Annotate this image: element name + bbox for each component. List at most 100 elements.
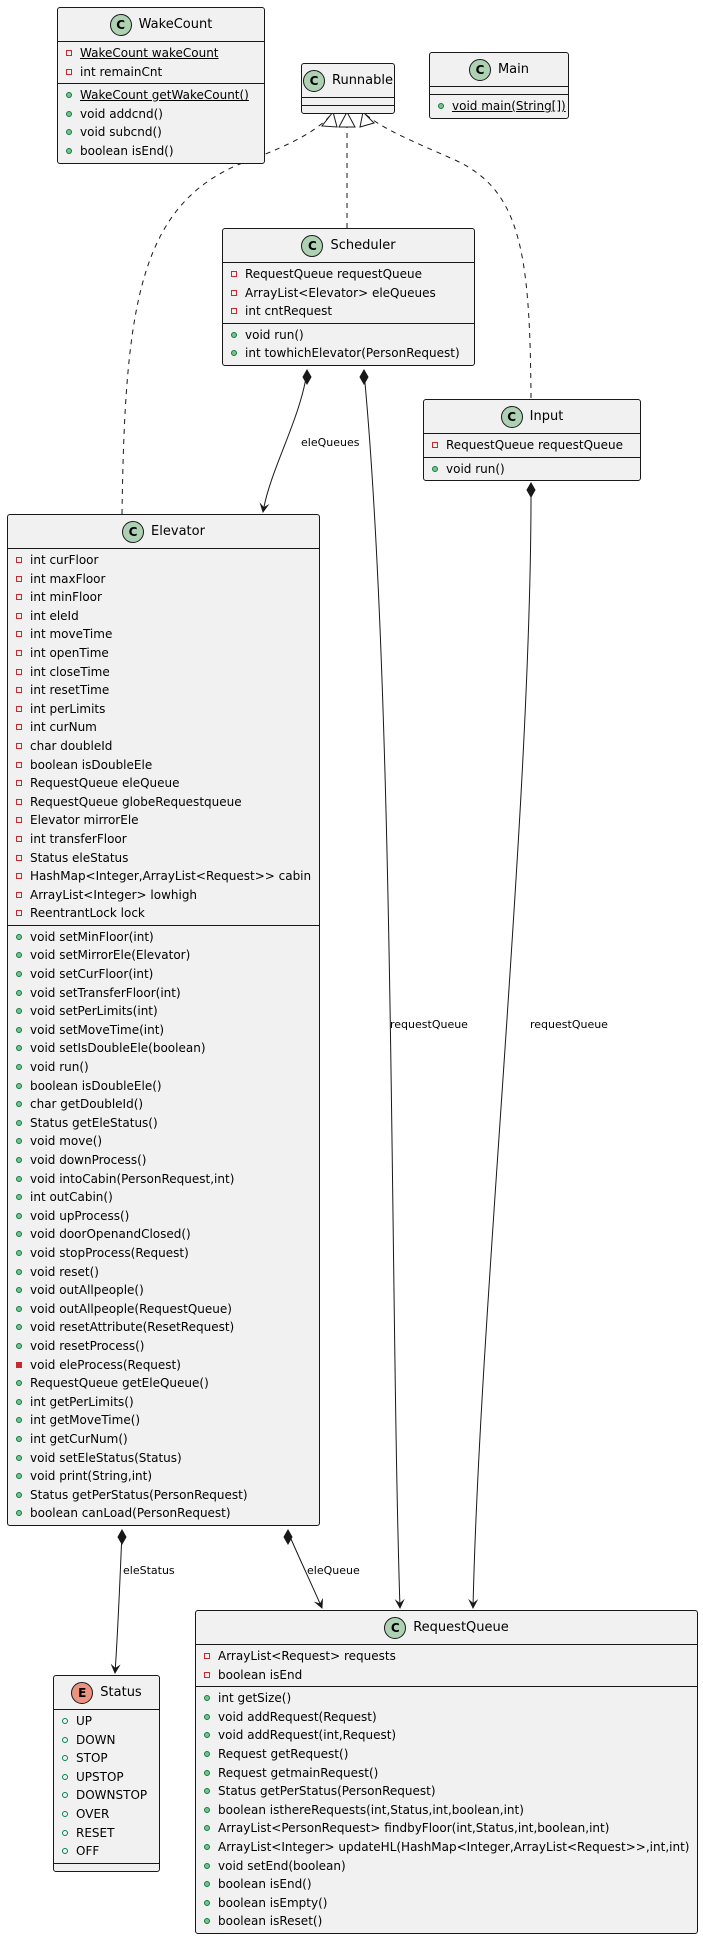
public-visibility-icon	[62, 1810, 68, 1817]
edge-label-scheduler-requestqueue: requestQueue	[390, 1018, 468, 1031]
method-row: Request getRequest()	[196, 1745, 697, 1764]
method-text: Request getRequest()	[218, 1746, 349, 1761]
method-text: Status getPerStatus(PersonRequest)	[218, 1784, 436, 1799]
public-visibility-icon	[204, 1732, 210, 1739]
method-text: void setIsDoubleEle(boolean)	[30, 1041, 206, 1056]
field-text: int cntRequest	[245, 304, 333, 319]
method-text: void addRequest(Request)	[218, 1709, 377, 1724]
public-visibility-icon	[16, 1287, 22, 1294]
public-visibility-icon	[16, 1231, 22, 1238]
private-visibility-icon	[16, 873, 22, 880]
class-header: C WakeCount	[58, 8, 264, 41]
field-row: int moveTime	[8, 625, 319, 644]
public-visibility-icon	[16, 952, 22, 959]
class-main[interactable]: C Main void main(String[])	[429, 52, 569, 119]
private-visibility-icon	[16, 612, 22, 619]
method-row: void setMirrorEle(Elevator)	[8, 946, 319, 965]
private-visibility-icon	[16, 649, 22, 656]
method-text: void resetProcess()	[30, 1338, 145, 1353]
method-text: ArrayList<PersonRequest> findbyFloor(int…	[218, 1821, 610, 1836]
field-row: OFF	[54, 1842, 159, 1861]
private-visibility-icon	[16, 835, 22, 842]
class-icon: C	[301, 234, 324, 257]
method-row: boolean isthereRequests(int,Status,int,b…	[196, 1801, 697, 1820]
method-row: void resetProcess()	[8, 1337, 319, 1356]
public-visibility-icon	[62, 1829, 68, 1836]
field-text: int openTime	[30, 645, 109, 660]
method-row: void reset()	[8, 1263, 319, 1282]
method-row: void addRequest(Request)	[196, 1708, 697, 1727]
composition-elevator-requestqueue	[287, 1531, 323, 1609]
public-visibility-icon	[231, 331, 237, 338]
class-name: Main	[497, 62, 530, 77]
method-text: int getPerLimits()	[30, 1394, 134, 1409]
private-visibility-icon	[231, 308, 237, 315]
private-visibility-icon	[16, 668, 22, 675]
class-header: C Input	[424, 400, 640, 433]
public-visibility-icon	[16, 1194, 22, 1201]
method-row: void intoCabin(PersonRequest,int)	[8, 1170, 319, 1189]
private-visibility-icon	[16, 780, 22, 787]
public-visibility-icon	[16, 1510, 22, 1517]
private-visibility-icon	[16, 761, 22, 768]
public-visibility-icon	[204, 1918, 210, 1925]
method-text: boolean isthereRequests(int,Status,int,b…	[218, 1802, 524, 1817]
class-name: Status	[100, 1685, 142, 1700]
realization-arrowhead-2	[338, 110, 356, 128]
field-row: DOWN	[54, 1731, 159, 1750]
method-text: Status getEleStatus()	[30, 1115, 158, 1130]
field-row: ArrayList<Request> requests	[196, 1647, 697, 1666]
realization-arrowhead-3	[359, 110, 375, 128]
edge-label-elequeue: eleQueue	[307, 1564, 360, 1577]
public-visibility-icon	[204, 1881, 210, 1888]
edge-label-elequeues: eleQueues	[301, 436, 360, 449]
class-icon: C	[109, 13, 132, 36]
method-text: Status getPerStatus(PersonRequest)	[30, 1487, 248, 1502]
class-input[interactable]: C Input RequestQueue requestQueue void r…	[423, 399, 641, 482]
method-row: void outAllpeople()	[8, 1281, 319, 1300]
class-name: Elevator	[151, 524, 205, 539]
field-row: int curFloor	[8, 551, 319, 570]
field-row: ArrayList<Integer> lowhigh	[8, 886, 319, 905]
field-row: UPSTOP	[54, 1768, 159, 1787]
field-text: RequestQueue requestQueue	[245, 267, 423, 281]
method-text: void resetAttribute(ResetRequest)	[30, 1320, 235, 1335]
realization-input-runnable	[362, 111, 532, 399]
field-row: DOWNSTOP	[54, 1786, 159, 1805]
method-row: Status getPerStatus(PersonRequest)	[196, 1782, 697, 1801]
field-row: RequestQueue requestQueue	[424, 436, 640, 455]
class-runnable[interactable]: C Runnable	[301, 63, 395, 114]
method-row: void outAllpeople(RequestQueue)	[8, 1300, 319, 1319]
method-row: void addcnd()	[58, 105, 264, 124]
class-requestqueue[interactable]: C RequestQueue ArrayList<Request> reques…	[195, 1610, 698, 1934]
method-row: boolean isEmpty()	[196, 1894, 697, 1913]
field-row: HashMap<Integer,ArrayList<Request>> cabi…	[8, 867, 319, 886]
field-row: int minFloor	[8, 588, 319, 607]
public-visibility-icon	[204, 1788, 210, 1795]
method-text: ArrayList<Integer> updateHL(HashMap<Inte…	[218, 1839, 690, 1854]
method-row: void downProcess()	[8, 1151, 319, 1170]
public-visibility-icon	[66, 110, 72, 117]
class-header: E Status	[54, 1676, 159, 1709]
methods-section: void run()int towhichElevator(PersonRequ…	[223, 322, 474, 365]
method-text: void print(String,int)	[30, 1469, 153, 1484]
method-text: void addcnd()	[80, 106, 163, 121]
field-text: boolean isDoubleEle	[30, 757, 153, 772]
method-row: void resetAttribute(ResetRequest)	[8, 1318, 319, 1337]
method-text: int getMoveTime()	[30, 1413, 141, 1428]
method-row: RequestQueue getEleQueue()	[8, 1374, 319, 1393]
public-visibility-icon	[16, 1008, 22, 1015]
method-row: void setMoveTime(int)	[8, 1021, 319, 1040]
field-row: int eleId	[8, 607, 319, 626]
method-text: void outAllpeople()	[30, 1283, 144, 1298]
field-row: ArrayList<Elevator> eleQueues	[223, 284, 474, 303]
field-row: int resetTime	[8, 681, 319, 700]
public-visibility-icon	[16, 1101, 22, 1108]
public-visibility-icon	[16, 1491, 22, 1498]
